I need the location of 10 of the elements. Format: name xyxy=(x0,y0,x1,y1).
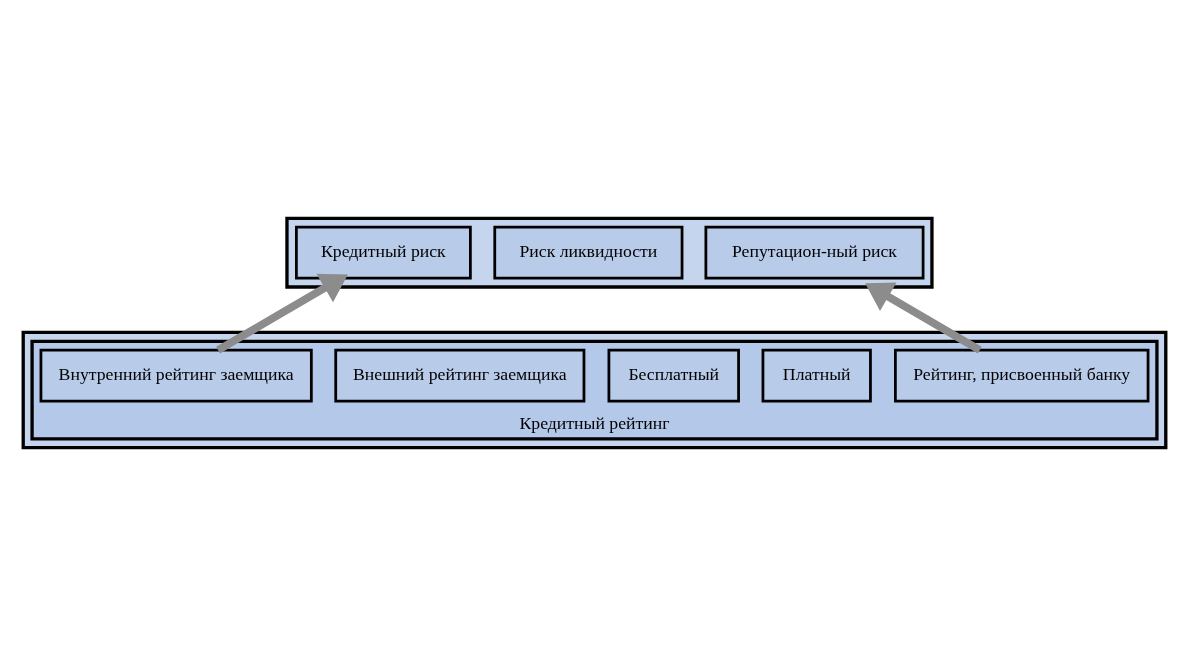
node-box: Платный xyxy=(761,348,872,403)
node-box: Риск ликвидности xyxy=(493,225,684,280)
cluster xyxy=(285,216,934,289)
node-box: Внутренний рейтинг заемщика xyxy=(39,348,313,403)
node-box: Кредитный риск xyxy=(295,225,472,280)
node-box: Рейтинг, присвоенный банку xyxy=(894,348,1150,403)
node-box: Внешний рейтинг заемщика xyxy=(334,348,586,403)
node-box: Репутацион-ный риск xyxy=(704,225,925,280)
node-box: Бесплатный xyxy=(607,348,740,403)
cluster xyxy=(21,330,1168,450)
